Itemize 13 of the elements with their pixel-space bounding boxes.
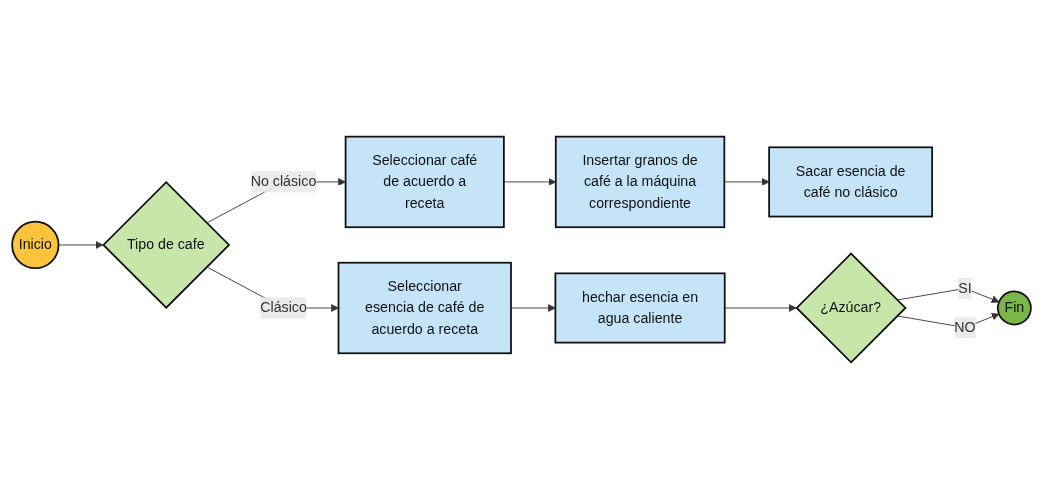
node-box: Seleccionar café de acuerdo a receta <box>344 135 505 229</box>
edge-label: No clásico <box>250 173 317 190</box>
node-box: Insertar granos de café a la máquina correspondiente <box>554 135 726 229</box>
node-box: Sacar esencia de café no clásico <box>768 146 934 218</box>
node-circle: Fin <box>996 290 1032 326</box>
node-diamond: Tipo de cafe <box>102 180 231 309</box>
edge-label: SI <box>958 280 972 296</box>
node-box: hechar esencia en agua caliente <box>554 272 726 344</box>
edge-label: NO <box>954 319 976 335</box>
node-diamond: ¿Azúcar? <box>795 252 907 364</box>
node-circle: Inicio <box>11 220 60 270</box>
node-box: Seleccionar esencia de café de acuerdo a receta <box>337 261 512 355</box>
edge-label: Clásico <box>260 300 307 316</box>
